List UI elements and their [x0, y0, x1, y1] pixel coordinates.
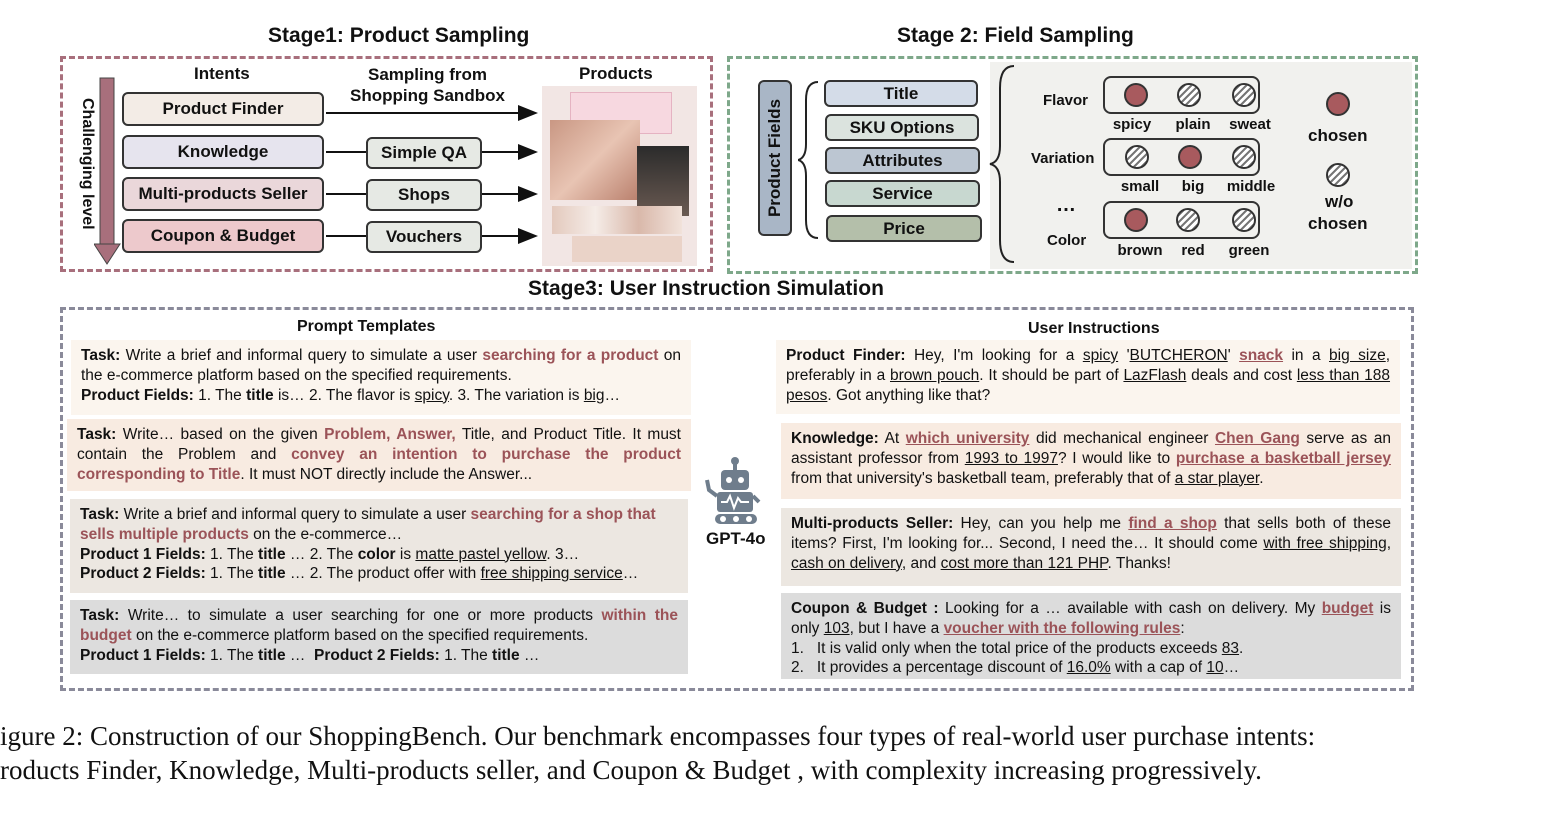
- option-middle-dot: [1232, 145, 1256, 169]
- field-attributes: Attributes: [825, 147, 980, 174]
- option-group-flavor: [1103, 76, 1260, 114]
- instruction-multi-seller: Multi-products Seller: Hey, can you help…: [781, 508, 1401, 586]
- prompt-template-knowledge: Task: Write… based on the given Problem,…: [67, 419, 691, 491]
- field-sku-options: SKU Options: [825, 114, 979, 141]
- prompt-template-product-finder: Task: Write a brief and informal query t…: [71, 340, 691, 415]
- option-red-label: red: [1181, 242, 1205, 259]
- instruction-coupon-budget: Coupon & Budget : Looking for a … availa…: [781, 593, 1401, 679]
- option-spicy-label: spicy: [1112, 116, 1152, 133]
- instruction-knowledge: Knowledge: At which university did mecha…: [781, 423, 1401, 499]
- product-image-face: [550, 120, 640, 200]
- option-plain-dot: [1177, 83, 1201, 107]
- sampling-header: Sampling from Shopping Sandbox: [350, 65, 505, 105]
- option-small-label: small: [1120, 178, 1160, 195]
- product-fields-label: Product Fields: [765, 98, 784, 218]
- stage2-title: Stage 2: Field Sampling: [897, 24, 1134, 47]
- option-group-variation: [1103, 138, 1260, 176]
- source-shops: Shops: [366, 179, 482, 211]
- intent-coupon-budget: Coupon & Budget: [122, 219, 324, 253]
- field-price: Price: [826, 215, 982, 242]
- fields-brace: [798, 81, 819, 239]
- intent-knowledge: Knowledge: [122, 135, 324, 169]
- option-green-label: green: [1228, 242, 1270, 259]
- option-green-dot: [1232, 208, 1256, 232]
- option-brown-label: brown: [1117, 242, 1163, 259]
- legend-wo-dot: [1326, 163, 1350, 187]
- product-image-box: [637, 146, 689, 216]
- legend-chosen-label: chosen: [1308, 126, 1368, 145]
- prompt-templates-header: Prompt Templates: [297, 318, 436, 335]
- robot-icon: [705, 457, 761, 524]
- products-collage: [542, 86, 697, 266]
- stage1-box: [60, 56, 713, 272]
- option-group-color: [1103, 201, 1260, 239]
- legend-wo-chosen-label: chosen: [1308, 214, 1368, 233]
- intents-header: Intents: [194, 64, 250, 83]
- field-title: Title: [824, 80, 978, 107]
- prompt-template-multi-seller: Task: Write a brief and informal query t…: [70, 499, 688, 593]
- option-brown-dot: [1124, 208, 1148, 232]
- row-ellipsis: …: [1056, 194, 1076, 216]
- option-big-dot: [1178, 145, 1202, 169]
- option-middle-label: middle: [1226, 178, 1276, 195]
- option-small-dot: [1125, 145, 1149, 169]
- row-label-flavor: Flavor: [1043, 92, 1089, 109]
- intent-product-finder: Product Finder: [122, 92, 324, 126]
- option-plain-label: plain: [1175, 116, 1211, 133]
- option-spicy-dot: [1124, 83, 1148, 107]
- product-image-strip: [552, 206, 682, 234]
- stage1-arrows: [326, 105, 538, 244]
- option-big-label: big: [1181, 178, 1205, 195]
- gpt-4o-label: GPT-4o: [706, 529, 766, 548]
- source-vouchers: Vouchers: [366, 221, 482, 253]
- user-instructions-header: User Instructions: [1028, 320, 1160, 337]
- legend-chosen-dot: [1326, 92, 1350, 116]
- intent-multi-products-seller: Multi-products Seller: [122, 177, 324, 211]
- challenging-level-label: Challenging level: [79, 98, 96, 230]
- challenging-level-arrow: [94, 77, 121, 265]
- option-sweat-dot: [1232, 83, 1256, 107]
- legend-wo-label: w/o: [1325, 192, 1354, 211]
- stage3-title: Stage3: User Instruction Simulation: [528, 277, 884, 300]
- stage3-box: [60, 307, 1414, 691]
- stage2-box: [727, 56, 1418, 274]
- source-simple-qa: Simple QA: [366, 137, 482, 169]
- options-brace: [989, 65, 1015, 263]
- figure-caption-line2: roducts Finder, Knowledge, Multi-product…: [0, 755, 1262, 785]
- product-image-bottom: [572, 236, 682, 262]
- figure-caption-line1: igure 2: Construction of our ShoppingBen…: [0, 721, 1316, 751]
- option-sweat-label: sweat: [1229, 116, 1271, 133]
- row-label-variation: Variation: [1031, 150, 1095, 167]
- field-service: Service: [825, 180, 980, 207]
- instruction-product-finder: Product Finder: Hey, I'm looking for a s…: [776, 340, 1400, 414]
- prompt-template-coupon-budget: Task: Write… to simulate a user searchin…: [70, 600, 688, 674]
- product-fields-pill: [758, 80, 792, 236]
- stage1-title: Stage1: Product Sampling: [268, 24, 530, 47]
- row-label-color: Color: [1047, 232, 1087, 249]
- products-header: Products: [579, 64, 653, 83]
- option-red-dot: [1176, 208, 1200, 232]
